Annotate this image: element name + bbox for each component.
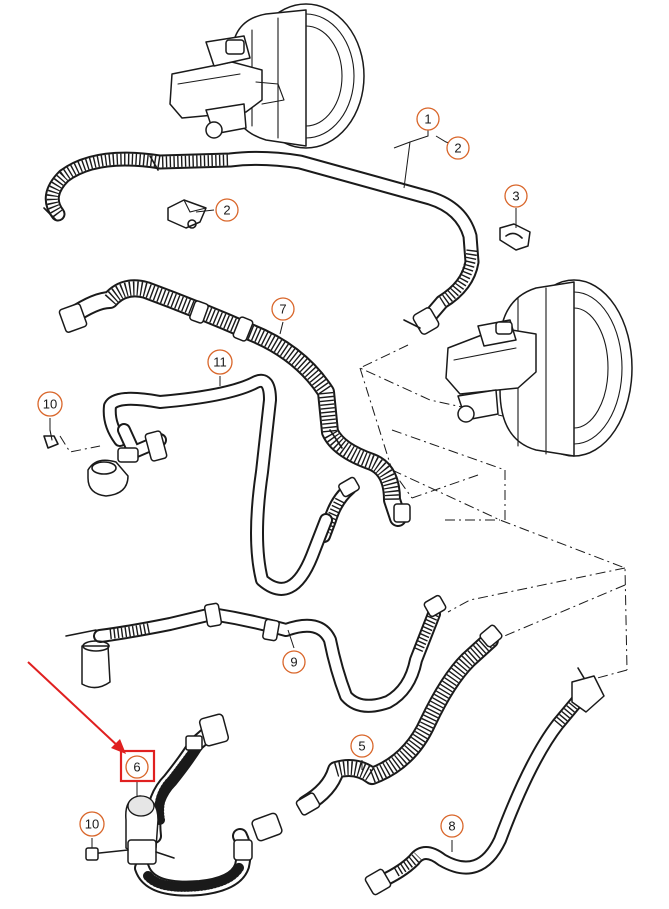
- vacuum-valve-left: [43, 423, 168, 497]
- callout-1[interactable]: 1: [416, 107, 440, 131]
- callout-1-label: 1: [424, 112, 431, 127]
- vacuum-hose-part-8: [364, 667, 605, 896]
- vacuum-hose-part-11: [102, 373, 333, 596]
- callout-8[interactable]: 8: [440, 814, 464, 838]
- master-cylinder-middle: [445, 319, 537, 423]
- callout-10-lower-label: 10: [85, 817, 99, 832]
- callout-2-lower-label: 2: [223, 203, 230, 218]
- callout-10-upper-label: 10: [43, 397, 57, 412]
- callout-5-label: 5: [358, 739, 365, 754]
- vacuum-hose-part-5: [295, 624, 503, 816]
- hose-clip-part-3: [499, 223, 531, 251]
- callout-9[interactable]: 9: [282, 650, 306, 674]
- master-cylinder-upper: [169, 35, 285, 139]
- vacuum-hose-upper: [43, 150, 480, 335]
- highlight-annotation: [27, 661, 156, 783]
- callout-11[interactable]: 11: [207, 349, 233, 375]
- hose-clip-part-2: [167, 199, 207, 229]
- callout-7-label: 7: [279, 302, 286, 317]
- callout-leaders: [49, 130, 517, 852]
- callout-3-label: 3: [512, 189, 519, 204]
- vacuum-hose-part-7: [58, 279, 411, 527]
- callout-6[interactable]: 6: [125, 755, 149, 779]
- callout-2-upper[interactable]: 2: [446, 136, 470, 160]
- callout-6-label: 6: [133, 760, 140, 775]
- callout-2-lower[interactable]: 2: [215, 198, 239, 222]
- callout-10-lower[interactable]: 10: [79, 811, 105, 837]
- vacuum-hose-part-9: [65, 594, 447, 713]
- callout-7[interactable]: 7: [271, 297, 295, 321]
- callout-8-label: 8: [448, 819, 455, 834]
- callout-11-label: 11: [213, 355, 227, 370]
- vacuum-pump-check-valve-assembly: [85, 713, 283, 897]
- callout-9-label: 9: [290, 655, 297, 670]
- callout-2-upper-label: 2: [454, 141, 461, 156]
- callout-5[interactable]: 5: [350, 734, 374, 758]
- callout-10-upper[interactable]: 10: [37, 391, 63, 417]
- highlight-arrow: [27, 661, 121, 749]
- highlight-box-part-6: [119, 749, 156, 783]
- callout-3[interactable]: 3: [504, 184, 528, 208]
